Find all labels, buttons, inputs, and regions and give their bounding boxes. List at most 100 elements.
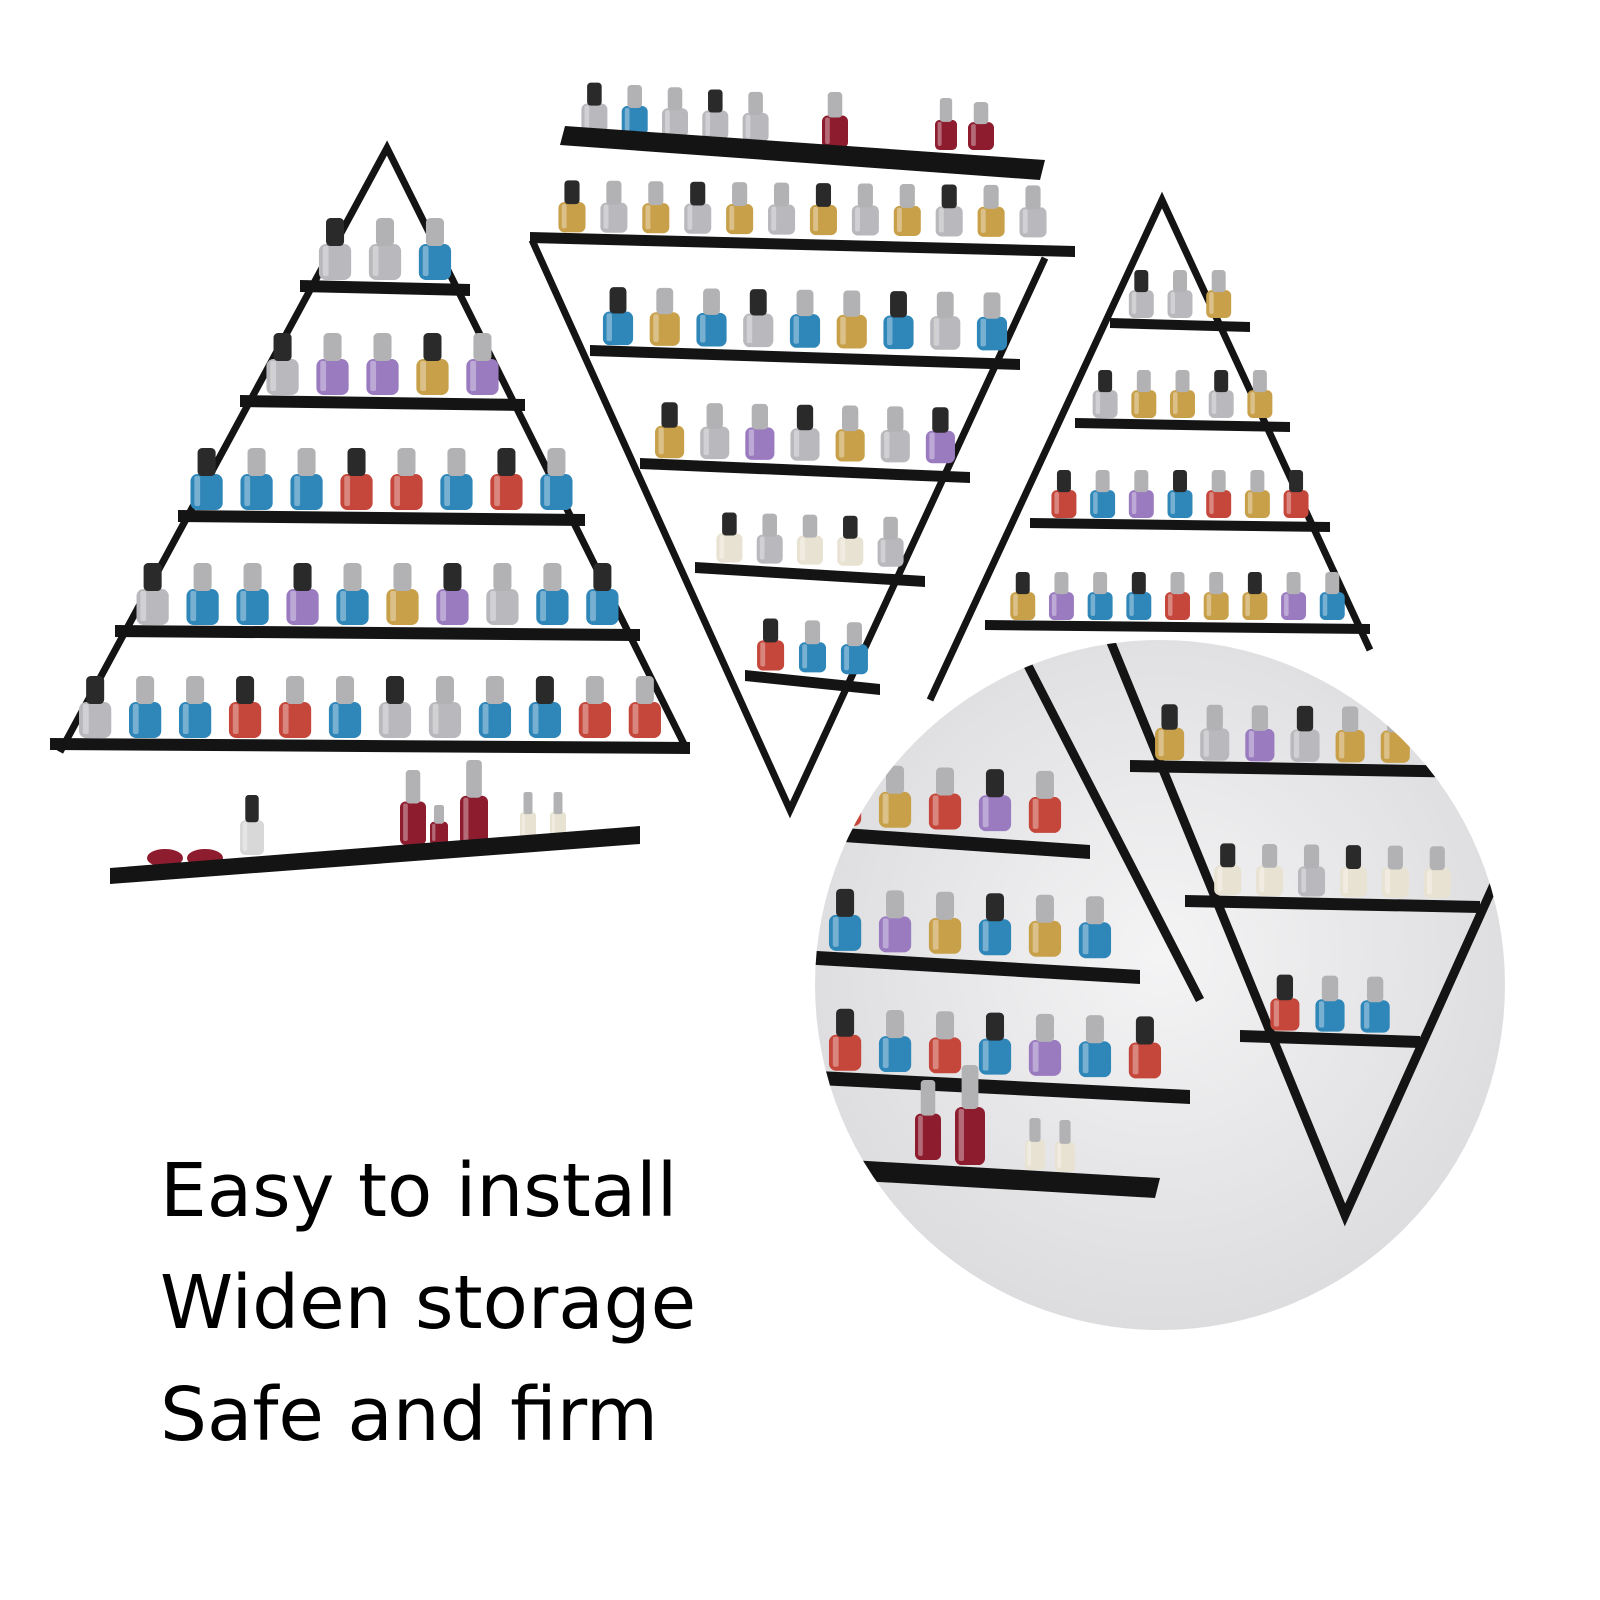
nail-polish-bottle [851,183,879,236]
nail-polish-bottle [1425,707,1455,764]
nail-polish-bottle [478,676,512,738]
nail-polish-bottle [930,291,961,350]
nail-polish-bottle [700,403,730,460]
nail-polish-bottle [1335,706,1365,763]
nail-polish-bottle [702,89,729,140]
nail-polish-bottle [1200,704,1230,761]
nail-polish-bottle [662,87,688,138]
nail-polish-bottle [1025,1118,1045,1170]
nail-polish-bottle [878,890,912,953]
nail-polish-bottle [716,512,743,563]
shelf-plank [985,620,1370,634]
nail-polish-bottle [129,676,162,738]
nail-polish-bottle [266,333,299,395]
nail-polish-bottle [1319,572,1345,620]
nail-polish-bottle [586,563,619,625]
nail-polish-bottle [1203,572,1229,620]
nail-polish-bottle [1270,974,1300,1031]
nail-polish-bottle [581,82,608,133]
nail-polish-bottle [928,767,962,830]
nail-polish-bottle [386,563,419,625]
nail-polish-bottle [1092,370,1118,418]
nail-polish-bottle [1028,770,1062,833]
nail-polish-bottle [798,620,827,673]
nail-polish-bottle [768,182,796,235]
nail-polish-bottle [1244,470,1270,518]
nail-polish-bottle [400,770,426,845]
nail-polish-bottle [336,563,369,625]
nail-polish-bottle [893,184,921,237]
nail-polish-bottle [316,333,349,395]
triangle-rack-right [926,191,1374,702]
nail-polish-bottle [418,218,452,280]
nail-polish-bottle [1167,270,1193,318]
bottom-ledge [110,760,640,884]
nail-polish-bottle [822,92,848,148]
nail-polish-bottle [1214,843,1242,896]
triangle-rack-left [50,140,690,884]
nail-polish-bottle [1090,470,1116,518]
nail-polish-bottle [1206,470,1232,518]
nail-polish-bottle [1247,370,1273,418]
top-shelf [560,82,1045,180]
nail-polish-bottle [390,448,423,510]
nail-polish-bottle [978,769,1012,832]
nail-polish-bottle [340,448,373,510]
inset-content [815,640,1505,1330]
nail-polish-bottle [318,218,352,280]
nail-polish-bottle [968,102,994,150]
nail-polish-bottle [1019,185,1047,238]
nail-polish-bottle [1423,846,1451,899]
nail-polish-bottle [466,333,499,395]
nail-polish-bottle [925,407,955,464]
nail-polish-bottle [1028,1013,1062,1076]
nail-polish-bottle [486,563,519,625]
shelf-plank [695,562,925,587]
nail-polish-bottle [490,448,523,510]
nail-polish-bottle [186,563,219,625]
nail-polish-bottle [290,448,323,510]
ledge-plank [845,1160,1160,1198]
nail-polish-bottle [1167,470,1193,518]
nail-polish-bottle [1360,976,1390,1033]
nail-polish-bottle [935,184,963,237]
nail-polish-bottle [440,448,473,510]
nail-polish-bottle [79,676,112,738]
nail-polish-bottle [1155,704,1185,761]
nail-polish-bottle [828,888,862,951]
inverted-triangle-rack-middle [528,82,1075,819]
nail-polish-bottle [528,676,562,738]
nail-polish-bottle [742,91,769,142]
shelf-plank [815,950,1140,984]
nail-polish-bottle [915,1080,941,1160]
shelf-plank [1130,760,1480,778]
nail-polish-bottle [978,893,1012,956]
nail-polish-bottle [1010,572,1036,620]
shelf-plank [1110,318,1250,332]
nail-polish-bottle [240,448,273,510]
nail-polish-bottle [1206,270,1232,318]
nail-polish-bottle [757,618,785,671]
nail-polish-bottle [520,792,536,840]
nail-polish-bottle [880,406,910,463]
nail-polish-bottle [1298,844,1326,897]
shelf-plank [640,458,970,483]
ledge-plank [110,826,640,884]
shelf-plank [815,1070,1190,1104]
nail-polish-bottle [1315,975,1345,1032]
shelf-plank [115,625,640,641]
nail-polish-bottle [1128,270,1154,318]
nail-polish-bottle [977,184,1005,237]
nail-polish-bottle [1283,470,1309,518]
nail-polish-bottle [436,563,469,625]
nail-polish-bottle [828,1008,862,1071]
nail-polish-bottle [1256,843,1284,896]
rack-frame [56,140,688,754]
nail-polish-bottle [756,513,783,564]
shelf-plank [50,738,690,754]
nail-polish-bottle [836,290,867,349]
nail-polish-bottle [430,805,448,845]
nail-polish-bottle [540,448,573,510]
nail-polish-bottle [976,292,1008,351]
